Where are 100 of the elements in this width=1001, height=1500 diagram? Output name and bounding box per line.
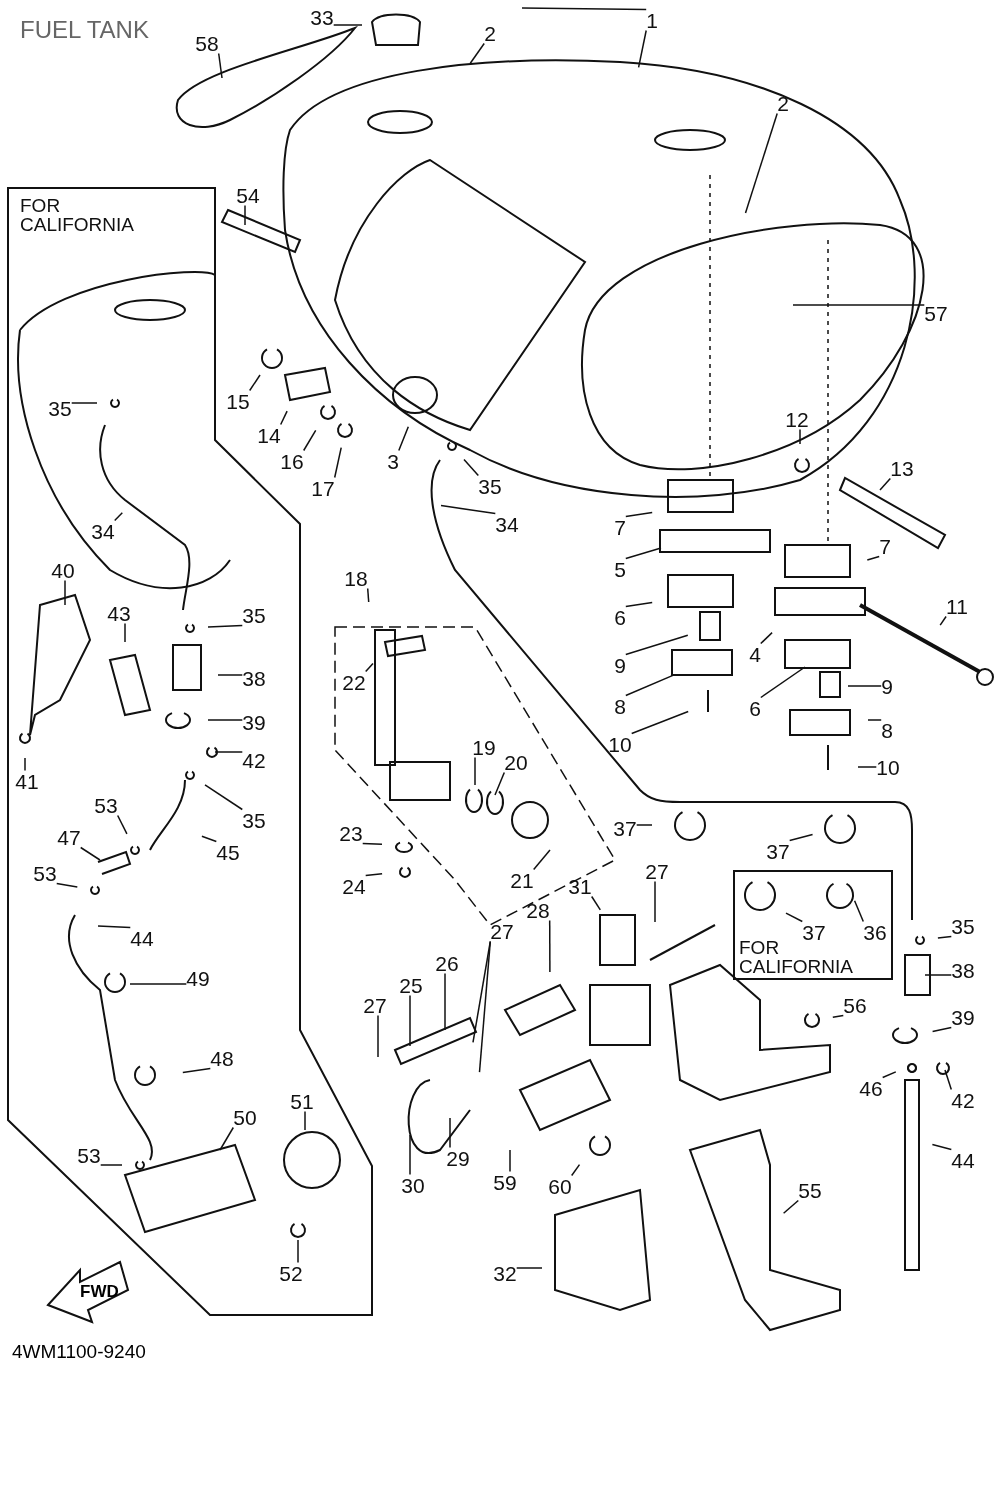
leader-line	[302, 429, 317, 452]
callout-number: 23	[339, 822, 363, 844]
callout-number: 9	[881, 675, 893, 697]
leader-line	[625, 511, 653, 518]
callout-number: 46	[859, 1077, 883, 1099]
callout-number: 28	[526, 899, 550, 921]
callout-number: 26	[435, 952, 459, 974]
leader-line	[760, 631, 773, 645]
leader-line	[364, 873, 383, 877]
callout-number: 41	[15, 770, 39, 792]
callout-number: 10	[876, 756, 900, 778]
leader-line	[532, 849, 551, 871]
leader-line	[217, 52, 223, 79]
leader-line	[785, 912, 804, 923]
leader-line	[207, 624, 244, 628]
leader-line	[509, 1149, 511, 1173]
leader-line	[304, 1110, 306, 1131]
callout-number: 24	[342, 875, 366, 897]
callout-number: 27	[490, 920, 514, 942]
leader-line	[440, 504, 497, 515]
callout-number: 33	[310, 6, 334, 28]
leader-line	[219, 1126, 235, 1151]
callout-number: 48	[210, 1047, 234, 1069]
callout-number: 59	[493, 1171, 517, 1193]
callout-number: 11	[946, 595, 968, 617]
direction-label: FWD	[80, 1283, 119, 1300]
leader-line	[129, 983, 188, 985]
leader-line	[625, 674, 675, 697]
leader-line	[204, 784, 244, 811]
callout-number: 2	[777, 92, 789, 114]
callout-number: 35	[48, 397, 72, 419]
callout-number: 45	[216, 841, 240, 863]
leader-line	[570, 1163, 581, 1177]
leader-line	[944, 1069, 953, 1091]
leader-line	[635, 824, 653, 826]
callout-number: 9	[614, 654, 626, 676]
callout-number: 37	[613, 817, 637, 839]
leader-line	[637, 29, 647, 69]
leader-line	[248, 374, 261, 392]
leader-line	[881, 1071, 897, 1079]
leader-line	[244, 204, 246, 226]
leader-line	[444, 972, 446, 1031]
leader-line	[799, 428, 801, 445]
leader-line	[124, 622, 126, 643]
callout-number: 44	[130, 927, 154, 949]
leader-line	[409, 1134, 411, 1176]
leader-line	[832, 1014, 845, 1018]
callout-number: 8	[614, 695, 626, 717]
callout-number: 42	[242, 749, 266, 771]
callout-number: 3	[387, 450, 399, 472]
leader-line	[478, 940, 492, 1073]
callout-number: 39	[951, 1006, 975, 1028]
leader-line	[744, 112, 778, 214]
callout-number: 16	[280, 450, 304, 472]
callout-number: 35	[242, 604, 266, 626]
leader-line	[590, 895, 602, 911]
callout-number: 37	[802, 921, 826, 943]
callout-number: 5	[614, 558, 626, 580]
leader-line	[333, 446, 342, 479]
leader-line	[853, 899, 865, 923]
callout-number: 2	[484, 22, 496, 44]
leader-line	[792, 304, 926, 306]
callout-number: 34	[495, 513, 519, 535]
callout-number: 4	[749, 643, 761, 665]
callout-number: 36	[863, 921, 887, 943]
callout-number: 13	[890, 457, 914, 479]
callout-number: 49	[186, 967, 210, 989]
leader-line	[99, 1164, 123, 1166]
callout-number: 37	[766, 840, 790, 862]
leader-line	[207, 719, 244, 721]
callout-number: 7	[879, 535, 891, 557]
callout-number: 20	[504, 751, 528, 773]
leader-line	[937, 935, 953, 939]
callout-number: 6	[749, 697, 761, 719]
callout-number: 10	[608, 733, 632, 755]
leader-line	[463, 458, 480, 477]
diagram-title: FUEL TANK	[20, 16, 149, 44]
callout-number: 18	[344, 567, 368, 589]
callout-number: 8	[881, 719, 893, 741]
callout-number: 53	[33, 862, 57, 884]
callout-number: 52	[279, 1262, 303, 1284]
callout-number: 50	[233, 1106, 257, 1128]
callout-number: 53	[94, 794, 118, 816]
leader-line	[866, 555, 880, 561]
leader-line	[398, 425, 410, 452]
leader-line	[939, 615, 947, 626]
callout-number: 19	[472, 736, 496, 758]
leader-line	[625, 547, 662, 560]
inset-panel	[733, 870, 893, 980]
leader-line	[64, 579, 66, 606]
leader-line	[116, 814, 128, 835]
callout-number: 57	[924, 302, 948, 324]
leader-line	[931, 1143, 953, 1151]
callout-number: 21	[510, 869, 534, 891]
leader-line	[70, 402, 98, 404]
callout-number: 6	[614, 606, 626, 628]
leader-line	[879, 477, 892, 491]
callout-number: 54	[236, 184, 260, 206]
leader-line	[625, 634, 689, 656]
leader-line	[760, 666, 806, 699]
